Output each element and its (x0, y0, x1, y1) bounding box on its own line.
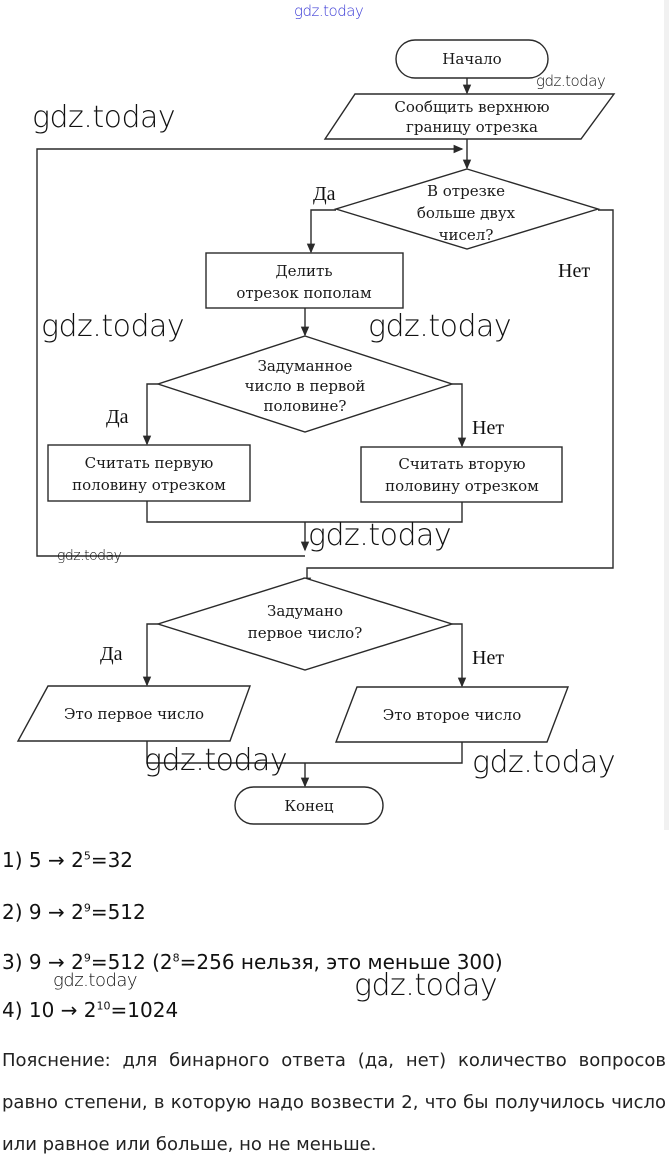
decision-first-number: Задумано первое число? (155, 577, 455, 671)
answer-note: =256 нельзя, это меньше 300) (179, 950, 503, 974)
start-terminal: Начало (395, 39, 549, 79)
answer-exponent: 5 (83, 849, 91, 863)
decision-first-half: Задуманное число в первой половине? (155, 335, 455, 433)
label-no-2: Нет (472, 417, 504, 439)
input-upper-bound: Сообщить верхнюю границу отрезка (323, 93, 616, 140)
decision3-line-1: Задумано (267, 602, 343, 620)
output-first-label: Это первое число (64, 705, 204, 723)
process-second-half: Считать вторую половину отрезком (360, 446, 563, 503)
watermark: gdz.today (308, 518, 452, 553)
watermark: gdz.today (57, 548, 122, 564)
decision2-line-3: половине? (264, 397, 347, 415)
answer-prefix: 2) 9 → 2 (2, 900, 84, 924)
first-half-line-2: половину отрезком (72, 476, 226, 494)
halve-line-2: отрезок пополам (236, 284, 372, 302)
second-half-line-2: половину отрезком (385, 477, 539, 495)
output-first-number: Это первое число (16, 685, 251, 742)
answer-prefix: 4) 10 → 2 (2, 998, 97, 1022)
label-no-3: Нет (472, 647, 504, 669)
answer-result: =512 (2 (90, 950, 173, 974)
watermark: gdz.today (32, 100, 176, 135)
decision1-line-3: чисел? (439, 226, 494, 244)
end-terminal: Конец (234, 786, 384, 825)
decision3-line-2: первое число? (248, 624, 363, 642)
flowchart: Начало Сообщить верхнюю границу отрезка … (16, 39, 616, 825)
watermark: gdz.today (53, 970, 138, 991)
start-label: Начало (442, 50, 501, 68)
decision2-line-1: Задуманное (258, 357, 353, 375)
label-yes-1: Да (313, 183, 336, 205)
output-second-number: Это второе число (334, 686, 570, 743)
decision2-line-2: число в первой (245, 377, 366, 395)
label-no-1: Нет (558, 260, 590, 282)
answer-exponent: 10 (96, 999, 111, 1013)
first-half-line-1: Считать первую (85, 454, 214, 472)
watermark: gdz.today (472, 745, 616, 780)
label-yes-3: Да (100, 643, 123, 665)
watermark: gdz.today (294, 2, 364, 20)
input-line-2: границу отрезка (406, 118, 538, 136)
second-half-line-1: Считать вторую (398, 455, 525, 473)
label-yes-2: Да (106, 406, 129, 428)
watermark: gdz.today (368, 309, 512, 344)
answer-prefix: 3) 9 → 2 (2, 950, 84, 974)
answer-result: =512 (90, 900, 146, 924)
explanation-text: Пояснение: для бинарного ответа (да, нет… (2, 1050, 666, 1155)
answer-exponent: 9 (83, 901, 91, 915)
watermark: gdz.today (144, 743, 288, 778)
answer-prefix: 1) 5 → 2 (2, 848, 84, 872)
end-label: Конец (284, 797, 334, 815)
answer-exponent: 9 (83, 951, 91, 965)
process-halve: Делить отрезок пополам (205, 252, 404, 309)
answer-item: 2) 9 → 29=512 (2, 900, 146, 924)
page-edge (664, 0, 669, 830)
watermark: gdz.today (41, 309, 185, 344)
answer-item: 1) 5 → 25=32 (2, 848, 133, 872)
answer-result: =32 (90, 848, 134, 872)
decision1-line-1: В отрезке (427, 182, 505, 200)
halve-line-1: Делить (275, 262, 332, 280)
output-second-label: Это второе число (383, 706, 522, 724)
watermark: gdz.today (354, 968, 498, 1003)
process-first-half: Считать первую половину отрезком (47, 444, 251, 502)
answer-note-exponent: 8 (172, 951, 180, 965)
decision1-line-2: больше двух (417, 204, 516, 222)
input-line-1: Сообщить верхнюю (394, 98, 549, 116)
decision-more-than-two: В отрезке больше двух чисел? (333, 168, 601, 250)
answer-item: 3) 9 → 29=512 (28=256 нельзя, это меньше… (2, 950, 503, 974)
watermark: gdz.today (536, 72, 606, 90)
answer-result: =1024 (110, 998, 179, 1022)
answer-item: 4) 10 → 210=1024 (2, 998, 178, 1022)
